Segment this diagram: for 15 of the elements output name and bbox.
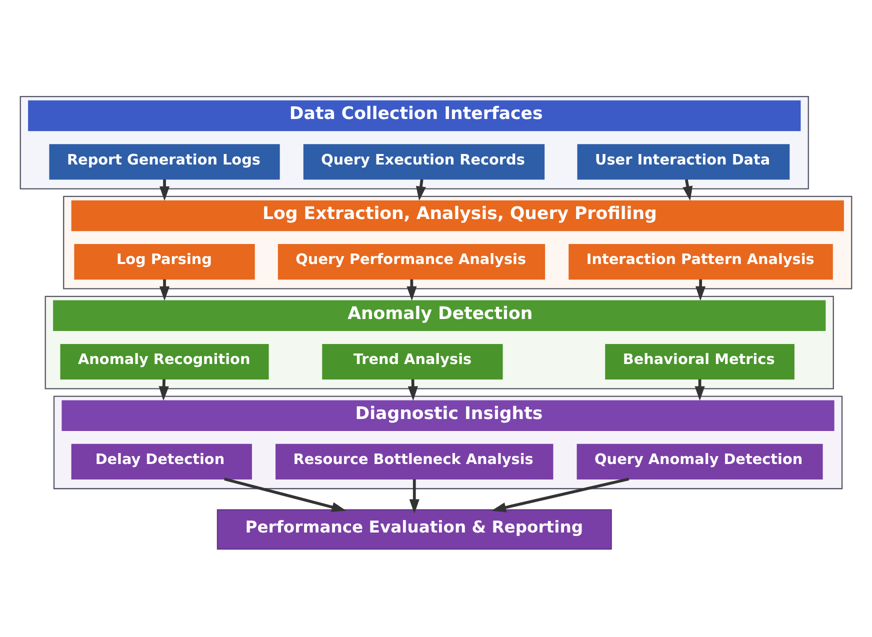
node-box: Behavioral Metrics — [605, 343, 794, 380]
arrow — [409, 478, 420, 514]
node-box: Interaction Pattern Analysis — [568, 244, 833, 280]
node-box: Trend Analysis — [322, 343, 503, 380]
node-box: Query Performance Analysis — [278, 244, 546, 280]
node-box: Performance Evaluation & Reporting — [216, 508, 612, 550]
node-box: Delay Detection — [71, 443, 252, 479]
node-box: Query Anomaly Detection — [576, 443, 823, 479]
node-box: Query Execution Records — [303, 144, 545, 180]
arrow — [224, 477, 346, 512]
node-box: Log Parsing — [74, 244, 255, 280]
node-box: Resource Bottleneck Analysis — [276, 443, 554, 479]
node-box: User Interaction Data — [577, 144, 790, 180]
node-box: Report Generation Logs — [49, 144, 280, 180]
node-box: Anomaly Recognition — [60, 343, 269, 380]
